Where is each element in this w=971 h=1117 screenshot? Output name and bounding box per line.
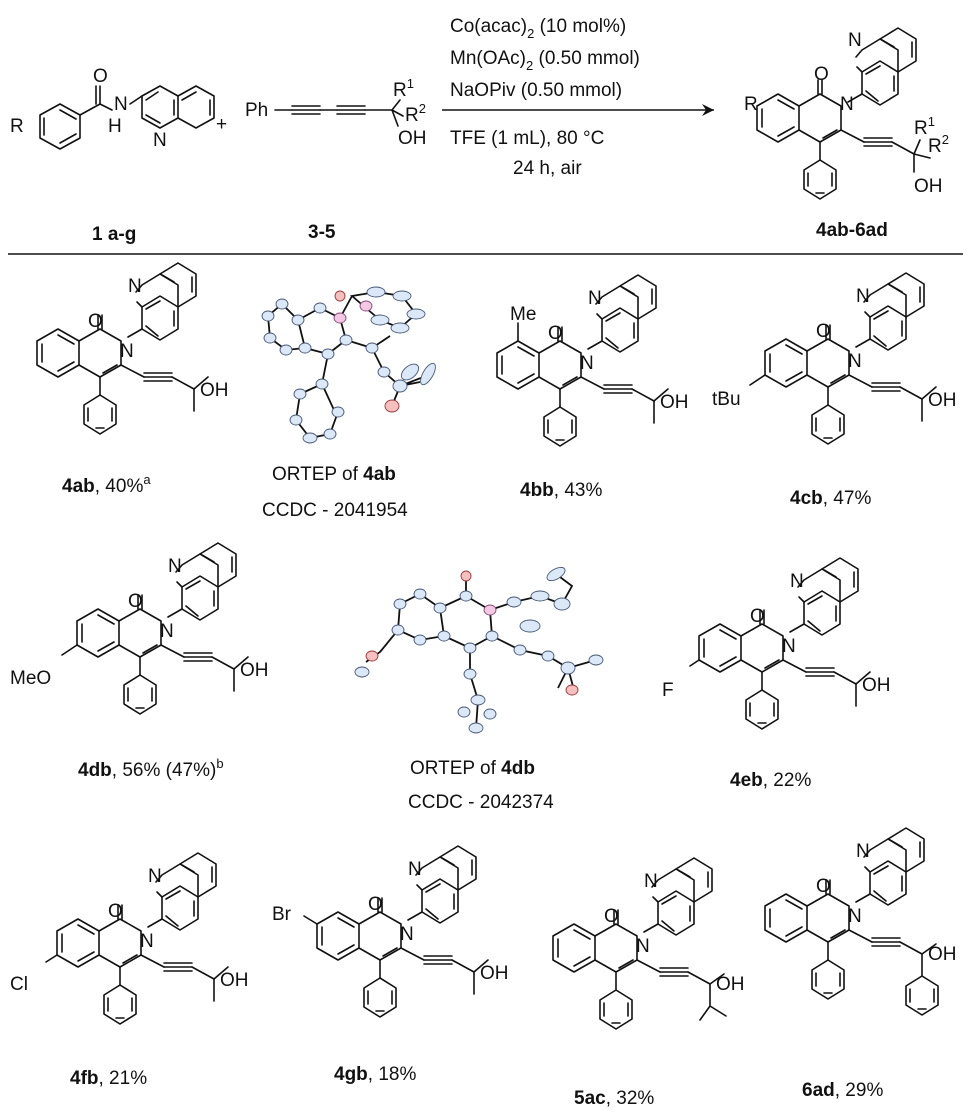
hydroxyl-label: OH xyxy=(398,128,427,149)
compound-4fb xyxy=(45,852,229,1025)
atom-n: N xyxy=(120,341,134,362)
r-group-label: R xyxy=(10,116,24,137)
product-structure xyxy=(756,27,931,200)
ortep-4db-title: ORTEP of 4db xyxy=(410,758,535,779)
substituent-4fb: Cl xyxy=(10,974,28,995)
product-quinoline-n: N xyxy=(848,30,862,51)
atom-n: N xyxy=(848,906,862,927)
atom-n: N xyxy=(580,353,594,374)
atom-oh: OH xyxy=(716,974,745,995)
atom-n: N xyxy=(400,924,414,945)
condition-oxidant: Mn(OAc)2 (0.50 mmol) xyxy=(450,48,640,73)
atom-o: O xyxy=(750,606,765,627)
substituent-4eb: F xyxy=(662,680,674,701)
atom-n: N xyxy=(782,636,796,657)
substituent-4cb: tBu xyxy=(712,389,741,410)
label-4bb: 4bb, 43% xyxy=(520,480,602,501)
atom-n: N xyxy=(636,936,650,957)
atom-n-quinoline: N xyxy=(856,286,870,307)
atom-o: O xyxy=(816,321,831,342)
label-4gb: 4gb, 18% xyxy=(334,1064,416,1085)
atom-oh: OH xyxy=(480,963,509,984)
atom-oh: OH xyxy=(240,660,269,681)
atom-o: O xyxy=(604,906,619,927)
phenyl-label: Ph xyxy=(245,100,268,121)
atom-n-quinoline: N xyxy=(790,571,804,592)
atom-o: O xyxy=(108,901,123,922)
r2-label: R2 xyxy=(405,101,426,126)
atom-n-quinoline: N xyxy=(588,288,602,309)
atom-n: N xyxy=(160,621,174,642)
quinoline-n-label: N xyxy=(153,130,167,151)
reactant-1-structure xyxy=(39,85,215,150)
compound-4cb xyxy=(749,272,937,445)
atom-n-quinoline: N xyxy=(856,841,870,862)
atom-oh: OH xyxy=(200,380,229,401)
product-oh-label: OH xyxy=(914,176,943,197)
atom-o: O xyxy=(368,894,383,915)
compound-6ad xyxy=(764,827,939,1016)
label-4db: 4db, 56% (47%)b xyxy=(78,756,224,781)
amide-h-label: H xyxy=(108,116,122,137)
compound-4gb xyxy=(303,845,489,1018)
condition-solvent: TFE (1 mL), 80 °C xyxy=(450,128,604,149)
atom-oh: OH xyxy=(928,390,957,411)
compound-4db xyxy=(61,542,249,715)
atom-n-quinoline: N xyxy=(168,556,182,577)
atom-n: N xyxy=(848,351,862,372)
atom-oh: OH xyxy=(660,392,689,413)
atom-o: O xyxy=(88,311,103,332)
arrow-head xyxy=(702,104,714,116)
atom-oh: OH xyxy=(862,675,891,696)
carbonyl-o-label: O xyxy=(93,66,108,87)
product-label: 4ab-6ad xyxy=(816,220,888,241)
atom-o: O xyxy=(816,876,831,897)
ortep-4db-ccdc: CCDC - 2042374 xyxy=(408,792,554,813)
ortep-4ab-title: ORTEP of 4ab xyxy=(272,464,396,485)
label-4fb: 4fb, 21% xyxy=(70,1068,147,1089)
reactant-2-structure: Ph xyxy=(245,99,404,127)
product-o-label: O xyxy=(814,64,829,85)
label-4cb: 4cb, 47% xyxy=(790,488,871,509)
substituent-4db: MeO xyxy=(10,668,51,689)
product-n-label: N xyxy=(840,94,854,115)
compound-5ac xyxy=(552,857,727,1030)
substituent-4bb: Me xyxy=(510,304,536,325)
label-6ad: 6ad, 29% xyxy=(802,1080,883,1101)
condition-catalyst: Co(acac)2 (10 mol%) xyxy=(450,16,626,41)
amide-n-label: N xyxy=(114,94,128,115)
atom-n: N xyxy=(140,931,154,952)
plus-sign: + xyxy=(216,114,227,135)
condition-base: NaOPiv (0.50 mmol) xyxy=(450,80,622,101)
reactant-1-label: 1 a-g xyxy=(92,224,136,245)
product-r2-label: R2 xyxy=(928,132,949,157)
product-r1-label: R1 xyxy=(914,114,935,139)
r1-label: R1 xyxy=(393,76,414,101)
label-4eb: 4eb, 22% xyxy=(730,770,811,791)
atom-n-quinoline: N xyxy=(148,866,162,887)
atom-o: O xyxy=(128,591,143,612)
reactant-2-label: 3-5 xyxy=(308,222,336,243)
compound-4bb xyxy=(496,274,669,447)
ortep-4db xyxy=(354,566,604,734)
label-4ab: 4ab, 40%a xyxy=(62,472,151,497)
atom-o: O xyxy=(548,323,563,344)
atom-n-quinoline: N xyxy=(644,871,658,892)
atom-oh: OH xyxy=(220,970,249,991)
atom-n-quinoline: N xyxy=(408,859,422,880)
product-r-label: R xyxy=(744,94,758,115)
condition-time: 24 h, air xyxy=(513,158,582,179)
ortep-4ab-ccdc: CCDC - 2041954 xyxy=(262,500,408,521)
substituent-4gb: Br xyxy=(272,904,292,925)
atom-oh: OH xyxy=(928,944,957,965)
label-5ac: 5ac, 32% xyxy=(574,1088,654,1109)
compound-4eb xyxy=(689,557,871,730)
atom-n-quinoline: N xyxy=(128,276,142,297)
ortep-4ab xyxy=(261,286,436,444)
